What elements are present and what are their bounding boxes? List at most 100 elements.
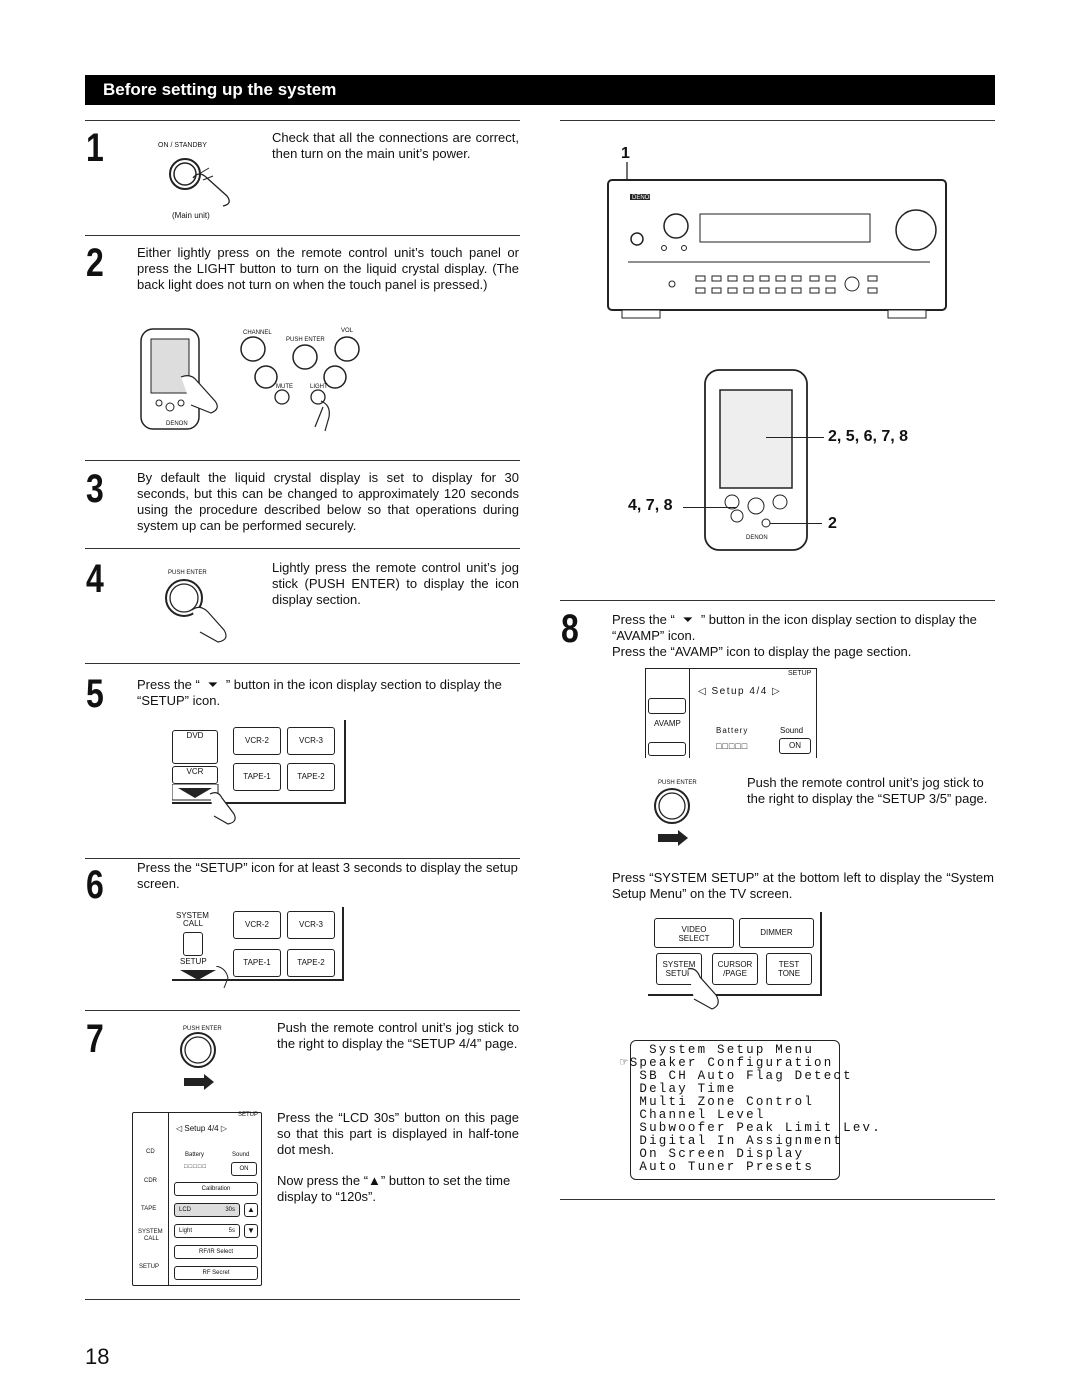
key-label: TEST — [778, 960, 800, 969]
key-label: SYSTEM — [662, 960, 696, 969]
setup-label: SETUP — [139, 1264, 160, 1270]
setup-label: SETUP — [180, 957, 207, 966]
key-label: SELECT — [678, 934, 710, 943]
system-label: SYSTEM — [176, 911, 209, 920]
vcr-key[interactable]: VCR — [172, 766, 218, 784]
jog-stick-illustration — [165, 579, 227, 643]
sound-label: Sound — [780, 726, 804, 735]
step-number: 5 — [86, 672, 104, 716]
battery-label: Battery — [185, 1152, 205, 1158]
system-label: SYSTEM — [138, 1229, 163, 1235]
label-push-enter: PUSH ENTER — [286, 337, 325, 343]
cdr-label: CDR — [144, 1178, 157, 1184]
rf-secret-button[interactable]: RF Secret — [174, 1266, 258, 1280]
call-label: CALL — [183, 919, 204, 928]
divider — [85, 663, 520, 664]
call-label: CALL — [144, 1236, 160, 1242]
menu-item[interactable]: SB CH Auto Flag Detect — [620, 1069, 853, 1083]
tape-label: TAPE — [141, 1206, 157, 1212]
step-text: Lightly press the remote control unit’s … — [272, 560, 519, 607]
menu-item[interactable]: On Screen Display — [620, 1147, 805, 1161]
icon-panel — [172, 907, 344, 981]
divider — [560, 1199, 995, 1200]
label-light: LIGHT — [310, 384, 328, 390]
tape1-key[interactable]: TAPE-1 — [233, 949, 281, 977]
step-number: 4 — [86, 557, 104, 601]
step-text-part: Press the “ — [137, 677, 200, 692]
sound-on-button[interactable]: ON — [231, 1162, 257, 1176]
label-mute: MUTE — [276, 384, 293, 390]
step-text: Now press the “▲” button to set the time… — [277, 1173, 511, 1204]
sound-on-button[interactable]: ON — [779, 738, 811, 754]
step-number: 1 — [86, 126, 104, 170]
step-number: 8 — [561, 607, 579, 651]
step-text-part: ” button in the icon display section to … — [612, 612, 977, 643]
down-button[interactable]: ▼ — [244, 1224, 258, 1238]
tape2-key[interactable]: TAPE-2 — [287, 949, 335, 977]
dimmer-button[interactable]: DIMMER — [739, 918, 814, 948]
key-label: CURSOR — [717, 960, 753, 969]
avamp-panel — [645, 668, 817, 758]
menu-item[interactable]: Delay Time — [620, 1082, 737, 1096]
divider — [85, 1010, 520, 1011]
page-indicator: ◁ Setup 4/4 ▷ — [176, 1124, 227, 1133]
vcr3-key[interactable]: VCR-3 — [287, 727, 335, 755]
menu-item[interactable]: ☞Speaker Configuration — [620, 1056, 834, 1070]
label-push-enter: PUSH ENTER — [183, 1026, 222, 1032]
up-button[interactable]: ▲ — [244, 1203, 258, 1217]
menu-item[interactable]: Subwoofer Peak Limit Lev. — [620, 1121, 882, 1135]
vcr2-key[interactable]: VCR-2 — [233, 911, 281, 939]
dvd-key[interactable]: DVD — [172, 730, 218, 764]
avamp-label: AVAMP — [654, 719, 681, 728]
calibration-button[interactable]: Calibration — [174, 1182, 258, 1196]
menu-item[interactable]: Digital In Assignment — [620, 1134, 844, 1148]
battery-level: □□□□□ — [716, 741, 749, 751]
step-text: Press the “LCD 30s” button on this page … — [277, 1110, 519, 1157]
key-label: SETUP — [665, 969, 693, 978]
device-icon[interactable] — [648, 742, 686, 756]
step-text: Press the “AVAMP” icon to display the pa… — [612, 644, 912, 659]
menu-item[interactable]: Channel Level — [620, 1108, 766, 1122]
light-value: 5s — [228, 1228, 235, 1234]
step-number: 3 — [86, 467, 104, 511]
cursor-page-button[interactable]: CURSOR/PAGE — [712, 953, 758, 985]
system-setup-menu: System Setup Menu ☞Speaker Configuration… — [620, 1044, 882, 1174]
label-channel: CHANNEL — [243, 330, 272, 336]
divider — [560, 120, 995, 121]
main-unit-illustration — [607, 162, 947, 319]
tape1-key[interactable]: TAPE-1 — [233, 763, 281, 791]
callout-c: 2 — [828, 515, 837, 532]
vcr3-key[interactable]: VCR-3 — [287, 911, 335, 939]
divider — [85, 858, 520, 859]
label-push-enter: PUSH ENTER — [658, 780, 697, 786]
callout-1: 1 — [621, 145, 630, 162]
tape2-key[interactable]: TAPE-2 — [287, 763, 335, 791]
down-arrow-icon: ⏷ — [207, 677, 219, 692]
divider — [85, 1299, 520, 1300]
menu-item[interactable]: Auto Tuner Presets — [620, 1160, 815, 1174]
step-text: Push the remote control unit’s jog stick… — [747, 775, 988, 806]
remote-illustration — [704, 369, 808, 551]
page-indicator: ◁ Setup 4/4 ▷ — [698, 686, 782, 697]
sound-label: Sound — [232, 1152, 250, 1158]
setup-icon[interactable] — [183, 932, 203, 956]
callout-a: 2, 5, 6, 7, 8 — [828, 428, 909, 445]
vcr2-key[interactable]: VCR-2 — [233, 727, 281, 755]
avamp-icon[interactable] — [648, 698, 686, 714]
step-text: Press the “SETUP” icon for at least 3 se… — [137, 860, 518, 891]
divider — [85, 548, 520, 549]
battery-level: □□□□□ — [184, 1164, 208, 1170]
jog-stick-illustration — [654, 788, 690, 846]
divider — [85, 120, 520, 121]
step-text-part: Press the “ — [612, 612, 675, 627]
divider — [560, 600, 995, 601]
page-number: 18 — [85, 1344, 110, 1369]
setup-tag: SETUP — [788, 670, 812, 677]
rf-ir-select-button[interactable]: RF/IR Select — [174, 1245, 258, 1259]
menu-item[interactable]: Multi Zone Control — [620, 1095, 815, 1109]
brand-logo: DENON — [632, 195, 654, 201]
